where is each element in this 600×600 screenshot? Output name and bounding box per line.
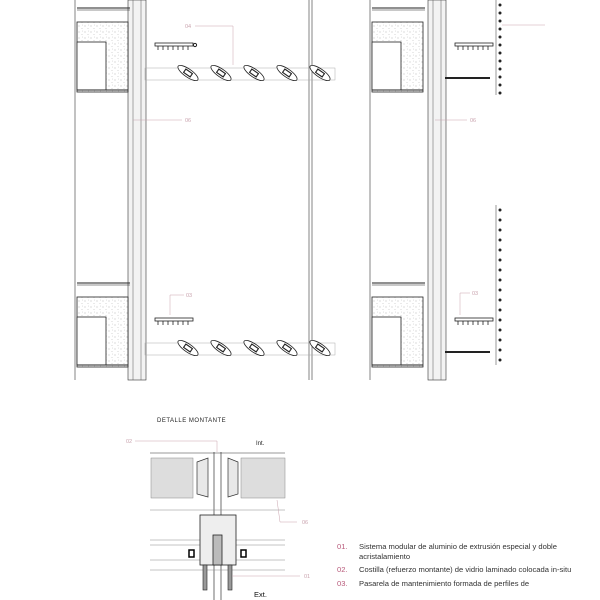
label-06: 06 [185, 118, 191, 124]
label-06-right: 06 [470, 118, 476, 124]
label-04: 04 [185, 24, 191, 30]
interior-label: Int. [256, 441, 265, 447]
note-text: Sistema modular de aluminio de extrusión… [359, 542, 557, 561]
note-item: 02. Costilla (refuerzo montante) de vidr… [337, 565, 597, 575]
note-item: 03. Pasarela de mantenimiento formada de… [337, 579, 597, 589]
label-03-right: 03 [472, 291, 478, 297]
right-section: 06 03 [369, 0, 545, 381]
exterior-label: Ext. [254, 590, 267, 599]
note-number: 02. [337, 565, 348, 574]
note-item: 01. Sistema modular de aluminio de extru… [337, 542, 597, 561]
note-number: 03. [337, 578, 348, 588]
callout-01: 01 [304, 574, 310, 580]
callout-06: 06 [302, 520, 308, 526]
mullion-detail: 02 06 01 Int. Ext. [126, 439, 310, 600]
callout-02: 02 [126, 439, 132, 445]
note-number: 01. [337, 542, 348, 551]
detail-title: DETALLE MONTANTE [157, 418, 227, 424]
note-text: Costilla (refuerzo montante) de vidrio l… [359, 565, 572, 574]
left-section: 04 06 03 [74, 0, 336, 381]
label-03: 03 [186, 293, 192, 299]
note-text: Pasarela de mantenimiento formada de per… [359, 578, 530, 588]
notes-list: 01. Sistema modular de aluminio de extru… [337, 542, 597, 592]
